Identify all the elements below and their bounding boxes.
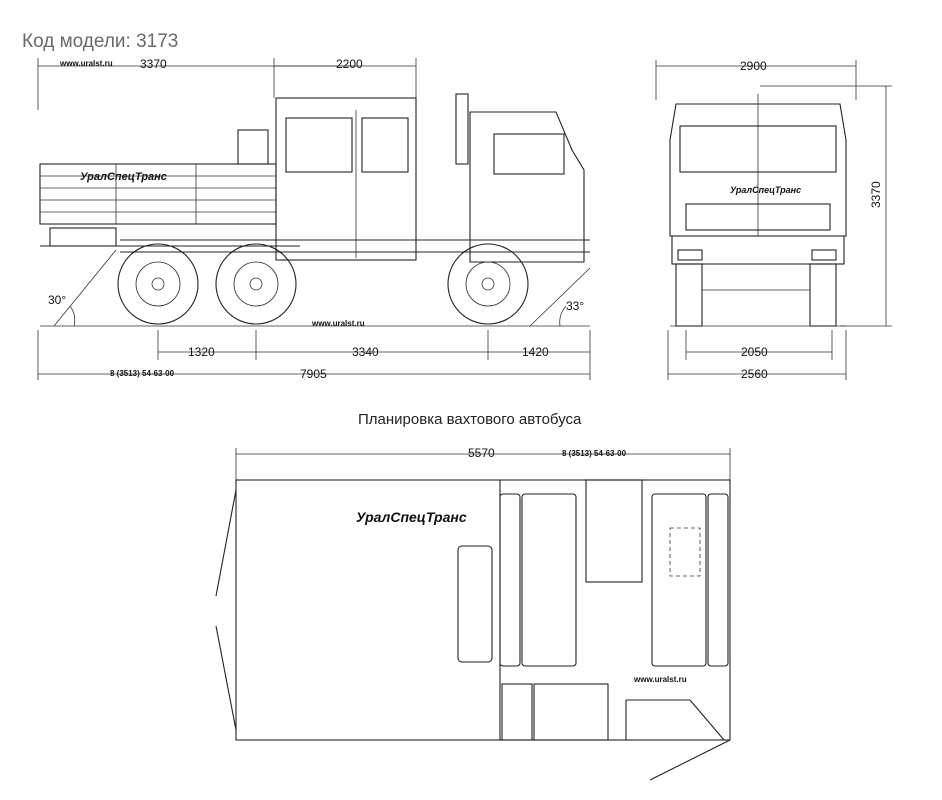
phone-label-plan: 8 (3513) 54-63-00	[562, 449, 627, 458]
logo-text-plan: УралСпецТранс	[356, 509, 467, 525]
dim-plan-length: 5570	[468, 446, 495, 460]
phone-label-side: 8 (3513) 54-63-00	[110, 369, 175, 378]
angle-approach: 33°	[566, 299, 585, 313]
side-view	[37, 58, 591, 380]
angle-departure: 30°	[48, 293, 67, 307]
logo-text-front: УралСпецТранс	[730, 185, 802, 195]
plan-title: Планировка вахтового автобуса	[358, 411, 582, 428]
dim-cab-length: 2200	[336, 57, 363, 71]
website-label-plan: www.uralst.ru	[634, 675, 687, 684]
model-code-label: Код модели: 3173	[22, 31, 179, 52]
plan-view	[215, 448, 731, 781]
dim-rear-overhang: 3370	[140, 57, 167, 71]
website-label-ground: www.uralst.ru	[312, 319, 365, 328]
logo-text-side: УралСпецТранс	[80, 171, 167, 183]
website-label-side: www.uralst.ru	[60, 59, 113, 68]
front-view	[655, 60, 892, 380]
